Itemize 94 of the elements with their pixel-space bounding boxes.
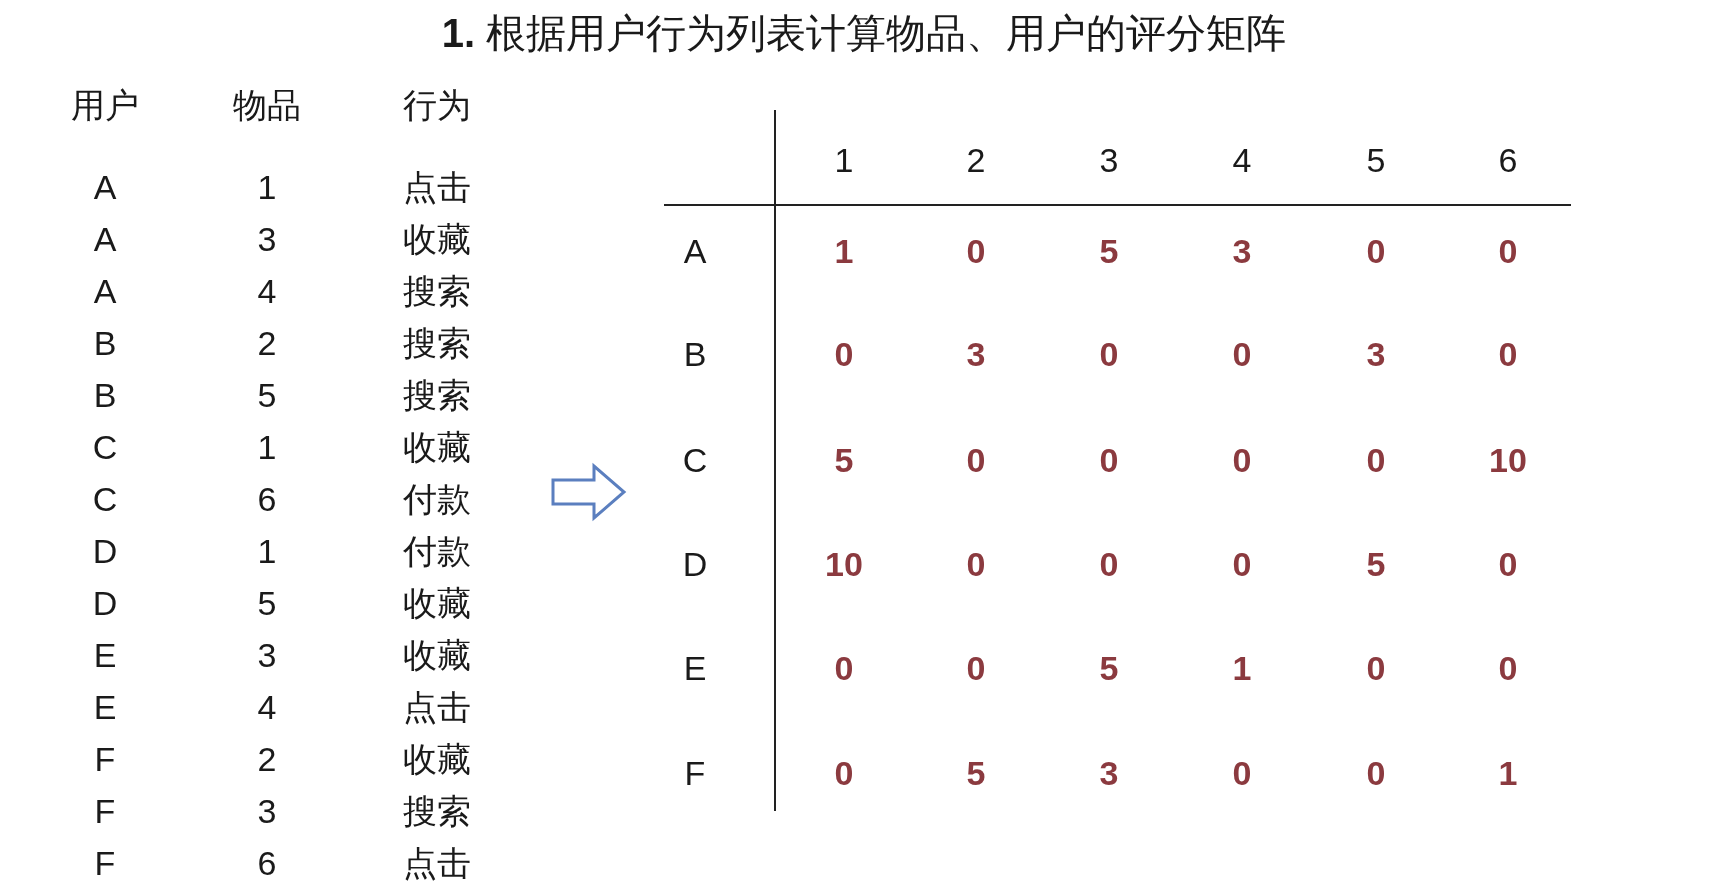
- matrix-value: 3: [1366, 337, 1386, 371]
- table-cell: 收藏: [403, 586, 471, 620]
- matrix-value: 0: [1366, 756, 1386, 790]
- table-cell: B: [93, 378, 117, 412]
- matrix-value: 0: [966, 234, 986, 268]
- matrix-value: 0: [1099, 337, 1119, 371]
- column-header: 行为: [403, 88, 471, 122]
- matrix-value: 0: [966, 651, 986, 685]
- matrix-value: 0: [1366, 234, 1386, 268]
- table-cell: 6: [257, 846, 277, 880]
- table-cell: 付款: [403, 482, 471, 516]
- matrix-value: 1: [1232, 651, 1252, 685]
- table-cell: 2: [257, 326, 277, 360]
- table-cell: 4: [257, 690, 277, 724]
- column-header: 用户: [71, 88, 139, 122]
- column-header: 1: [834, 143, 854, 177]
- matrix-value: 1: [834, 234, 854, 268]
- table-cell: 搜索: [403, 378, 471, 412]
- matrix-value: 0: [834, 651, 854, 685]
- table-cell: D: [92, 586, 118, 620]
- row-header: D: [682, 547, 708, 581]
- matrix-value: 0: [834, 337, 854, 371]
- matrix-value: 0: [1498, 547, 1518, 581]
- title: 1. 根据用户行为列表计算物品、用户的评分矩阵: [441, 10, 1287, 57]
- row-header: A: [683, 234, 707, 268]
- table-cell: 1: [257, 170, 277, 204]
- table-cell: 搜索: [403, 326, 471, 360]
- column-header: 3: [1099, 143, 1119, 177]
- table-cell: D: [92, 534, 118, 568]
- table-cell: A: [93, 222, 117, 256]
- matrix-value: 0: [1232, 337, 1252, 371]
- table-cell: 搜索: [403, 794, 471, 828]
- matrix-value: 0: [966, 547, 986, 581]
- table-cell: 2: [257, 742, 277, 776]
- matrix-value: 0: [834, 756, 854, 790]
- table-cell: E: [93, 638, 117, 672]
- matrix-value: 5: [966, 756, 986, 790]
- matrix-value: 0: [1498, 234, 1518, 268]
- table-cell: 3: [257, 794, 277, 828]
- table-cell: C: [92, 482, 118, 516]
- table-cell: 1: [257, 430, 277, 464]
- table-cell: C: [92, 430, 118, 464]
- table-cell: B: [93, 326, 117, 360]
- matrix-value: 5: [834, 443, 854, 477]
- matrix-value: 10: [825, 547, 863, 581]
- column-header: 5: [1366, 143, 1386, 177]
- table-cell: 收藏: [403, 742, 471, 776]
- table-cell: 收藏: [403, 430, 471, 464]
- matrix-value: 0: [1232, 443, 1252, 477]
- matrix-value: 3: [1232, 234, 1252, 268]
- table-cell: 点击: [403, 170, 471, 204]
- matrix-value: 0: [1232, 756, 1252, 790]
- table-cell: F: [94, 846, 116, 880]
- table-cell: 3: [257, 222, 277, 256]
- table-cell: 点击: [403, 846, 471, 880]
- row-header: F: [684, 756, 706, 790]
- table-cell: 收藏: [403, 222, 471, 256]
- table-cell: 点击: [403, 690, 471, 724]
- matrix-value: 10: [1489, 443, 1527, 477]
- row-header: C: [682, 443, 708, 477]
- table-cell: 搜索: [403, 274, 471, 308]
- matrix-value: 5: [1099, 234, 1119, 268]
- table-cell: A: [93, 274, 117, 308]
- table-cell: 3: [257, 638, 277, 672]
- matrix-value: 5: [1366, 547, 1386, 581]
- matrix-value: 3: [966, 337, 986, 371]
- matrix-value: 0: [1498, 651, 1518, 685]
- row-header: B: [683, 337, 707, 371]
- table-cell: 1: [257, 534, 277, 568]
- table-cell: 5: [257, 378, 277, 412]
- column-header: 物品: [233, 88, 301, 122]
- table-cell: F: [94, 742, 116, 776]
- matrix-value: 0: [1366, 443, 1386, 477]
- table-cell: 4: [257, 274, 277, 308]
- matrix-value: 0: [1099, 547, 1119, 581]
- column-header: 4: [1232, 143, 1252, 177]
- table-cell: 收藏: [403, 638, 471, 672]
- column-header: 2: [966, 143, 986, 177]
- matrix-value: 0: [1099, 443, 1119, 477]
- matrix-value: 0: [966, 443, 986, 477]
- row-header: E: [683, 651, 707, 685]
- table-cell: A: [93, 170, 117, 204]
- table-cell: 付款: [403, 534, 471, 568]
- table-cell: 6: [257, 482, 277, 516]
- matrix-value: 0: [1498, 337, 1518, 371]
- matrix-value: 3: [1099, 756, 1119, 790]
- matrix-value: 0: [1366, 651, 1386, 685]
- table-cell: E: [93, 690, 117, 724]
- matrix-value: 5: [1099, 651, 1119, 685]
- table-cell: F: [94, 794, 116, 828]
- matrix-value: 0: [1232, 547, 1252, 581]
- column-header: 6: [1498, 143, 1518, 177]
- matrix-value: 1: [1498, 756, 1518, 790]
- table-cell: 5: [257, 586, 277, 620]
